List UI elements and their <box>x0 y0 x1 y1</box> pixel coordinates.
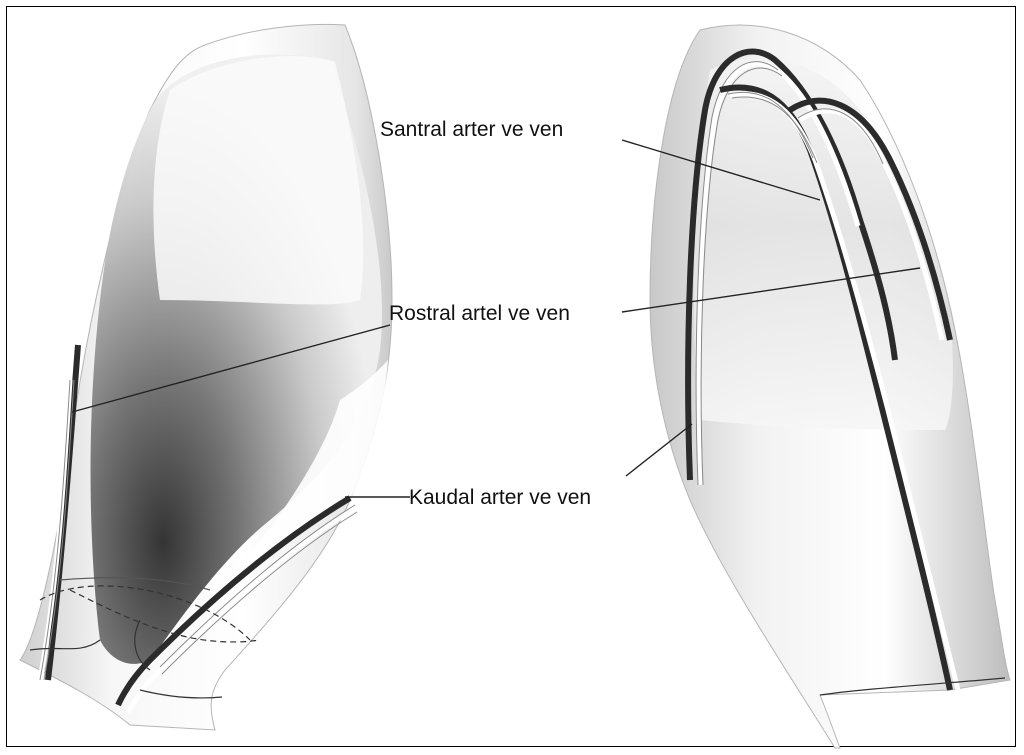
label-kaudal: Kaudal arter ve ven <box>409 487 591 508</box>
label-rostral: Rostral artel ve ven <box>389 303 570 324</box>
label-santral: Santral arter ve ven <box>380 119 563 140</box>
left-ear <box>20 24 392 730</box>
right-ear <box>650 25 1010 748</box>
left-ear-highlight <box>153 56 363 304</box>
